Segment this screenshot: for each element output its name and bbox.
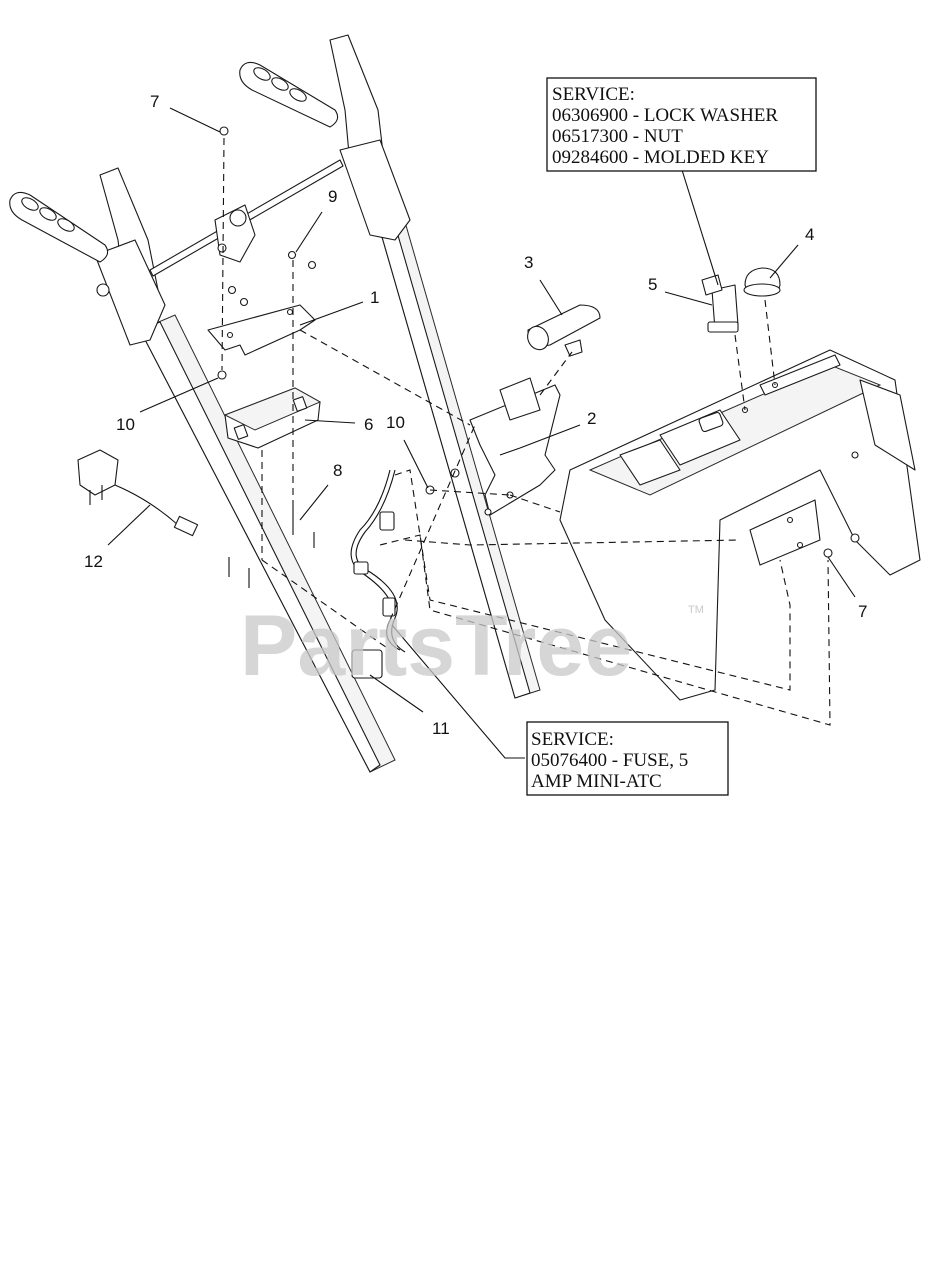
callout-1: 1 [370, 288, 379, 307]
callout-3: 3 [524, 253, 533, 272]
console-panel [559, 349, 921, 701]
service-key-line-3: 06517300 - NUT [552, 126, 683, 147]
service-box-harness: SERVICE: 05076400 - FUSE, 5 AMP MINI-ATC [526, 721, 729, 796]
leader-lines [107, 107, 856, 759]
module-part-6 [223, 387, 322, 449]
callout-6: 6 [364, 415, 373, 434]
bracket-part-2 [469, 377, 561, 516]
callout-10-left: 10 [116, 415, 135, 434]
callout-8: 8 [333, 461, 342, 480]
service-key-line-2: 06306900 - LOCK WASHER [552, 105, 778, 126]
callout-10-right: 10 [386, 413, 405, 432]
service-key-line-1: SERVICE: [552, 84, 635, 105]
knob-part-4 [743, 267, 781, 297]
battery-part-3 [527, 304, 601, 357]
callout-5: 5 [648, 275, 657, 294]
assembly-guides [221, 137, 831, 726]
harness-part-11 [350, 469, 406, 679]
watermark-trademark: TM [688, 604, 704, 616]
callout-7-right: 7 [858, 602, 867, 621]
service-harness-line-1: SERVICE: [531, 729, 614, 750]
callout-11: 11 [432, 719, 450, 738]
callout-9: 9 [328, 187, 337, 206]
service-harness-line-2: 05076400 - FUSE, 5 [531, 750, 688, 771]
callout-12: 12 [84, 552, 103, 571]
service-box-key-switch: SERVICE: 06306900 - LOCK WASHER 06517300… [546, 77, 817, 172]
service-harness-line-3: AMP MINI-ATC [531, 771, 662, 792]
service-key-line-4: 09284600 - MOLDED KEY [552, 147, 769, 168]
plate-part-1 [207, 304, 316, 356]
callout-4: 4 [805, 225, 814, 244]
fasteners [217, 126, 860, 588]
callout-7-top: 7 [150, 92, 159, 111]
callout-labels: 7 9 1 3 5 4 2 6 10 10 8 12 7 11 [84, 92, 867, 738]
callout-2: 2 [587, 409, 596, 428]
charger-part-12 [77, 449, 199, 537]
watermark: PartsTree TM [240, 598, 704, 694]
handle-assembly [9, 34, 541, 773]
watermark-text: PartsTree [240, 598, 632, 694]
